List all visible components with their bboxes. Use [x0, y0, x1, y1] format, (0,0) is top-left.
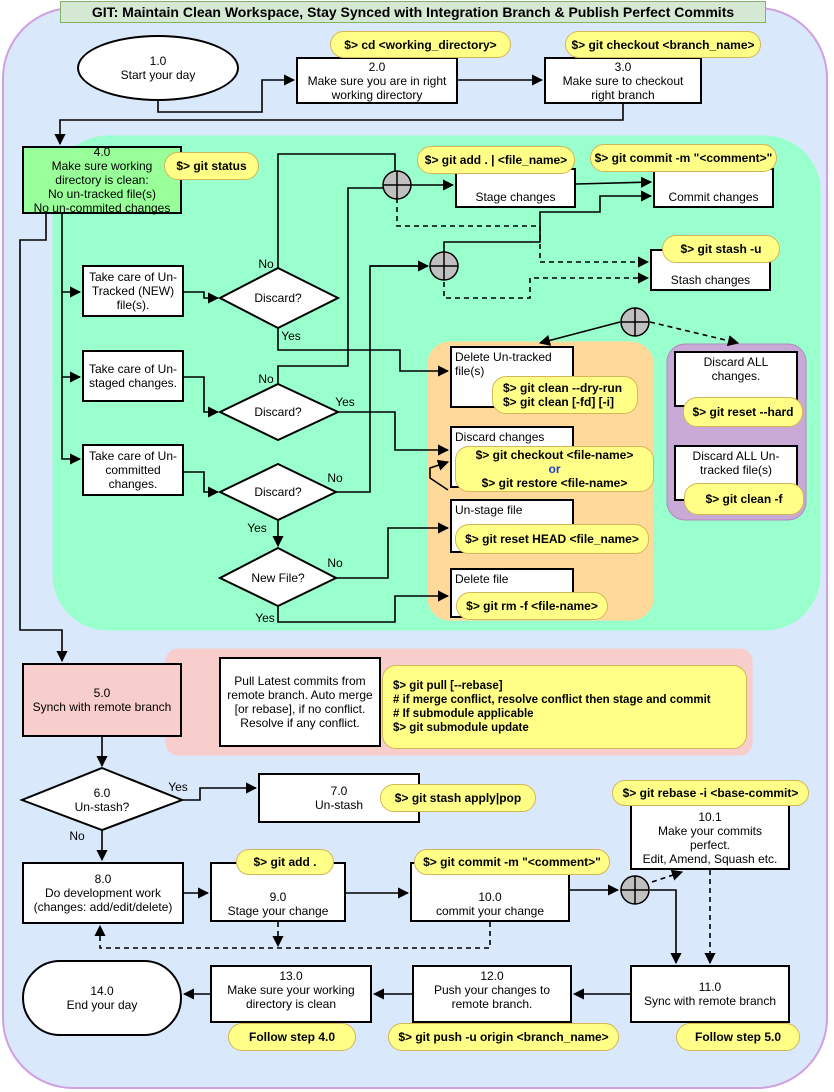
step-14-end: 14.0 End your day — [22, 960, 182, 1036]
pull-description-box: Pull Latest commits from remote branch. … — [219, 657, 381, 747]
label-yes-3: Yes — [247, 521, 267, 535]
step-1-start: 1.0 Start your day — [77, 35, 239, 101]
edge-plus-10-1-dashed — [651, 869, 684, 883]
edge-plus-11 — [650, 889, 682, 965]
decision-discard-untracked — [217, 266, 341, 330]
decision-discard-untracked-label: Discard? — [254, 291, 302, 305]
cmd-restore-file: $> git restore <file-name> — [481, 476, 628, 490]
step-12-push-changes: 12.0 Push your changes to remote branch. — [412, 965, 572, 1023]
decision-discard-unstaged — [217, 382, 341, 442]
uncommitted-changes-box: Take care of Un- committed changes. — [82, 444, 184, 496]
step-5-sync-remote: 5.0 Synch with remote branch — [22, 663, 182, 737]
edge-d4-no — [336, 522, 450, 579]
cmd-reset-hard: $> git reset --hard — [683, 397, 803, 427]
edge-plus2-stash-dashed — [443, 272, 650, 299]
cmd-clean-f: $> git clean -f — [684, 483, 804, 515]
edge-stage-commit — [575, 176, 653, 188]
cmd-cd: $> cd <working_directory> — [330, 31, 511, 58]
step-8-development-work: 8.0 Do development work (changes: add/ed… — [22, 862, 184, 924]
edge-loop-discard — [429, 459, 450, 491]
cmd-add: $> git add . | <file_name> — [417, 146, 575, 174]
edge-4-untracked — [61, 214, 82, 298]
edge-1-2 — [157, 74, 296, 113]
label-no-4: No — [327, 556, 343, 570]
label-no-6: No — [69, 829, 85, 843]
step-2-working-directory: 2.0 Make sure you are in right working d… — [296, 57, 458, 104]
edge-d2-yes — [338, 411, 450, 456]
cmd-push: $> git push -u origin <branch_name> — [388, 1023, 619, 1051]
edge-4-5 — [19, 214, 68, 663]
cmd-stash-u: $> git stash -u — [662, 235, 780, 263]
decision-discard-unstaged-label: Discard? — [254, 405, 302, 419]
junction-discard — [620, 307, 650, 337]
edge-d3-no — [336, 265, 428, 493]
step-4-clean-workspace: 4.0 Make sure working directory is clean… — [22, 145, 182, 215]
edge-6-yes — [182, 782, 258, 801]
cmd-clean-dry-run: $> git clean --dry-run $> git clean [-fd… — [492, 376, 638, 414]
label-no-3: No — [327, 471, 343, 485]
junction-stage — [382, 170, 412, 200]
edge-plus-stash-dashed — [396, 198, 650, 268]
edge-3-4 — [54, 104, 624, 146]
cmd-stash-apply: $> git stash apply|pop — [380, 784, 536, 812]
cmd-rebase: $> git rebase -i <base-commit> — [612, 780, 809, 806]
edge-4-uncommitted — [61, 377, 82, 465]
commit-changes-box: Commit changes — [653, 168, 774, 208]
edge-plus2-stage — [443, 190, 653, 266]
decision-discard-uncommitted-label: Discard? — [254, 485, 302, 499]
step-11-sync-remote: 11.0 Sync with remote branch — [630, 965, 790, 1023]
junction-stash — [429, 251, 459, 281]
edge-d4-yes — [277, 590, 450, 623]
decision-new-file — [217, 546, 339, 608]
cmd-follow-step-5: Follow step 5.0 — [676, 1023, 800, 1051]
label-yes-1: Yes — [281, 329, 301, 343]
edge-d1-yes — [277, 328, 450, 377]
cmd-checkout-file: $> git checkout <file-name> — [475, 448, 634, 462]
decision-discard-uncommitted — [217, 462, 339, 522]
cmd-rm-f: $> git rm -f <file-name> — [456, 592, 608, 620]
edge-return-8-dashed — [94, 922, 491, 949]
edge-d2-no — [277, 187, 383, 384]
edge-d1-no — [277, 153, 396, 268]
label-yes-2: Yes — [335, 395, 355, 409]
decision-new-file-label: New File? — [251, 571, 305, 585]
edge-unstaged-d2 — [184, 376, 220, 418]
edge-plus3-discard-all — [649, 321, 740, 347]
cmd-commit: $> git commit -m "<comment>" — [590, 144, 777, 172]
label-yes-6: Yes — [168, 780, 188, 794]
label-yes-4: Yes — [255, 611, 275, 625]
cmd-pull: $> git pull [--rebase] # if merge confli… — [382, 665, 747, 749]
cmd-checkout: $> git checkout <branch_name> — [565, 31, 761, 58]
step-3-checkout-branch: 3.0 Make sure to checkout right branch — [544, 57, 702, 104]
cmd-commit-step10: $> git commit -m "<comment>" — [414, 849, 610, 875]
step-13-clean-directory: 13.0 Make sure your working directory is… — [210, 965, 372, 1023]
unstaged-changes-box: Take care of Un- staged changes. — [82, 350, 184, 402]
junction-commit — [620, 875, 650, 905]
label-no-1: No — [258, 257, 274, 271]
untracked-files-box: Take care of Un- Tracked (NEW) file(s). — [82, 265, 184, 317]
decision-unstash — [19, 766, 185, 832]
cmd-add-dot: $> git add . — [236, 849, 334, 875]
step-10-1-perfect-commits: 10.1 Make your commits perfect. Edit, Am… — [630, 804, 790, 870]
cmd-status: $> git status — [164, 152, 259, 180]
cmd-reset-head: $> git reset HEAD <file_name> — [455, 524, 649, 554]
label-no-2: No — [258, 372, 274, 386]
cmd-follow-step-4: Follow step 4.0 — [228, 1023, 356, 1051]
edge-4-unstaged — [61, 292, 82, 383]
decision-unstash-label: 6.0 Un-stash? — [74, 786, 130, 814]
edge-uncommitted-d3 — [184, 471, 220, 498]
or-label: or — [548, 462, 561, 476]
edge-untracked-d1 — [184, 291, 220, 304]
diagram-title: GIT: Maintain Clean Workspace, Stay Sync… — [60, 1, 766, 23]
edge-plus3-delete — [538, 321, 621, 346]
cmd-checkout-restore: $> git checkout <file-name> or $> git re… — [455, 446, 654, 492]
